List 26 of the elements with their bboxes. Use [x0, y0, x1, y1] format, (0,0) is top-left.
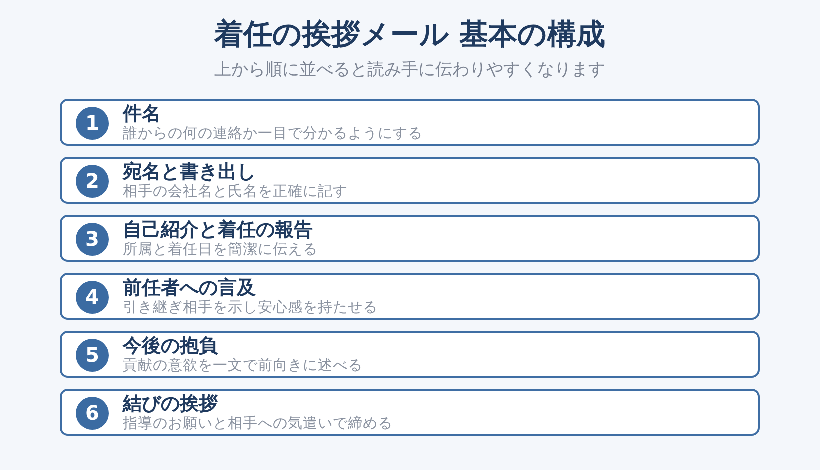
step-heading: 前任者への言及	[123, 277, 256, 299]
step-description: 相手の会社名と氏名を正確に記す	[123, 183, 348, 201]
number-circle: 2	[76, 165, 109, 198]
step-card	[60, 273, 760, 320]
number-circle: 3	[76, 223, 109, 256]
step-heading: 自己紹介と着任の報告	[123, 219, 313, 241]
step-card	[60, 99, 760, 146]
step-description: 指導のお願いと相手への気遣いで締める	[123, 415, 393, 433]
step-card	[60, 215, 760, 262]
step-heading: 今後の抱負	[123, 335, 218, 357]
step-description: 貢献の意欲を一文で前向きに述べる	[123, 357, 363, 375]
step-heading: 宛名と書き出し	[123, 161, 256, 183]
subtitle: 上から順に並べると読み手に伝わりやすくなります	[214, 59, 606, 82]
number-circle: 1	[76, 107, 109, 140]
step-description: 誰からの何の連絡か一目で分かるようにする	[123, 125, 423, 143]
number-circle: 5	[76, 339, 109, 372]
step-card	[60, 331, 760, 378]
step-card	[60, 157, 760, 204]
title: 着任の挨拶メール 基本の構成	[214, 16, 606, 53]
step-description: 引き継ぎ相手を示し安心感を持たせる	[123, 299, 378, 317]
number-circle: 4	[76, 281, 109, 314]
step-card	[60, 389, 760, 436]
number-circle: 6	[76, 397, 109, 430]
step-heading: 結びの挨拶	[123, 393, 218, 415]
step-heading: 件名	[123, 103, 161, 125]
step-description: 所属と着任日を簡潔に伝える	[123, 241, 318, 259]
